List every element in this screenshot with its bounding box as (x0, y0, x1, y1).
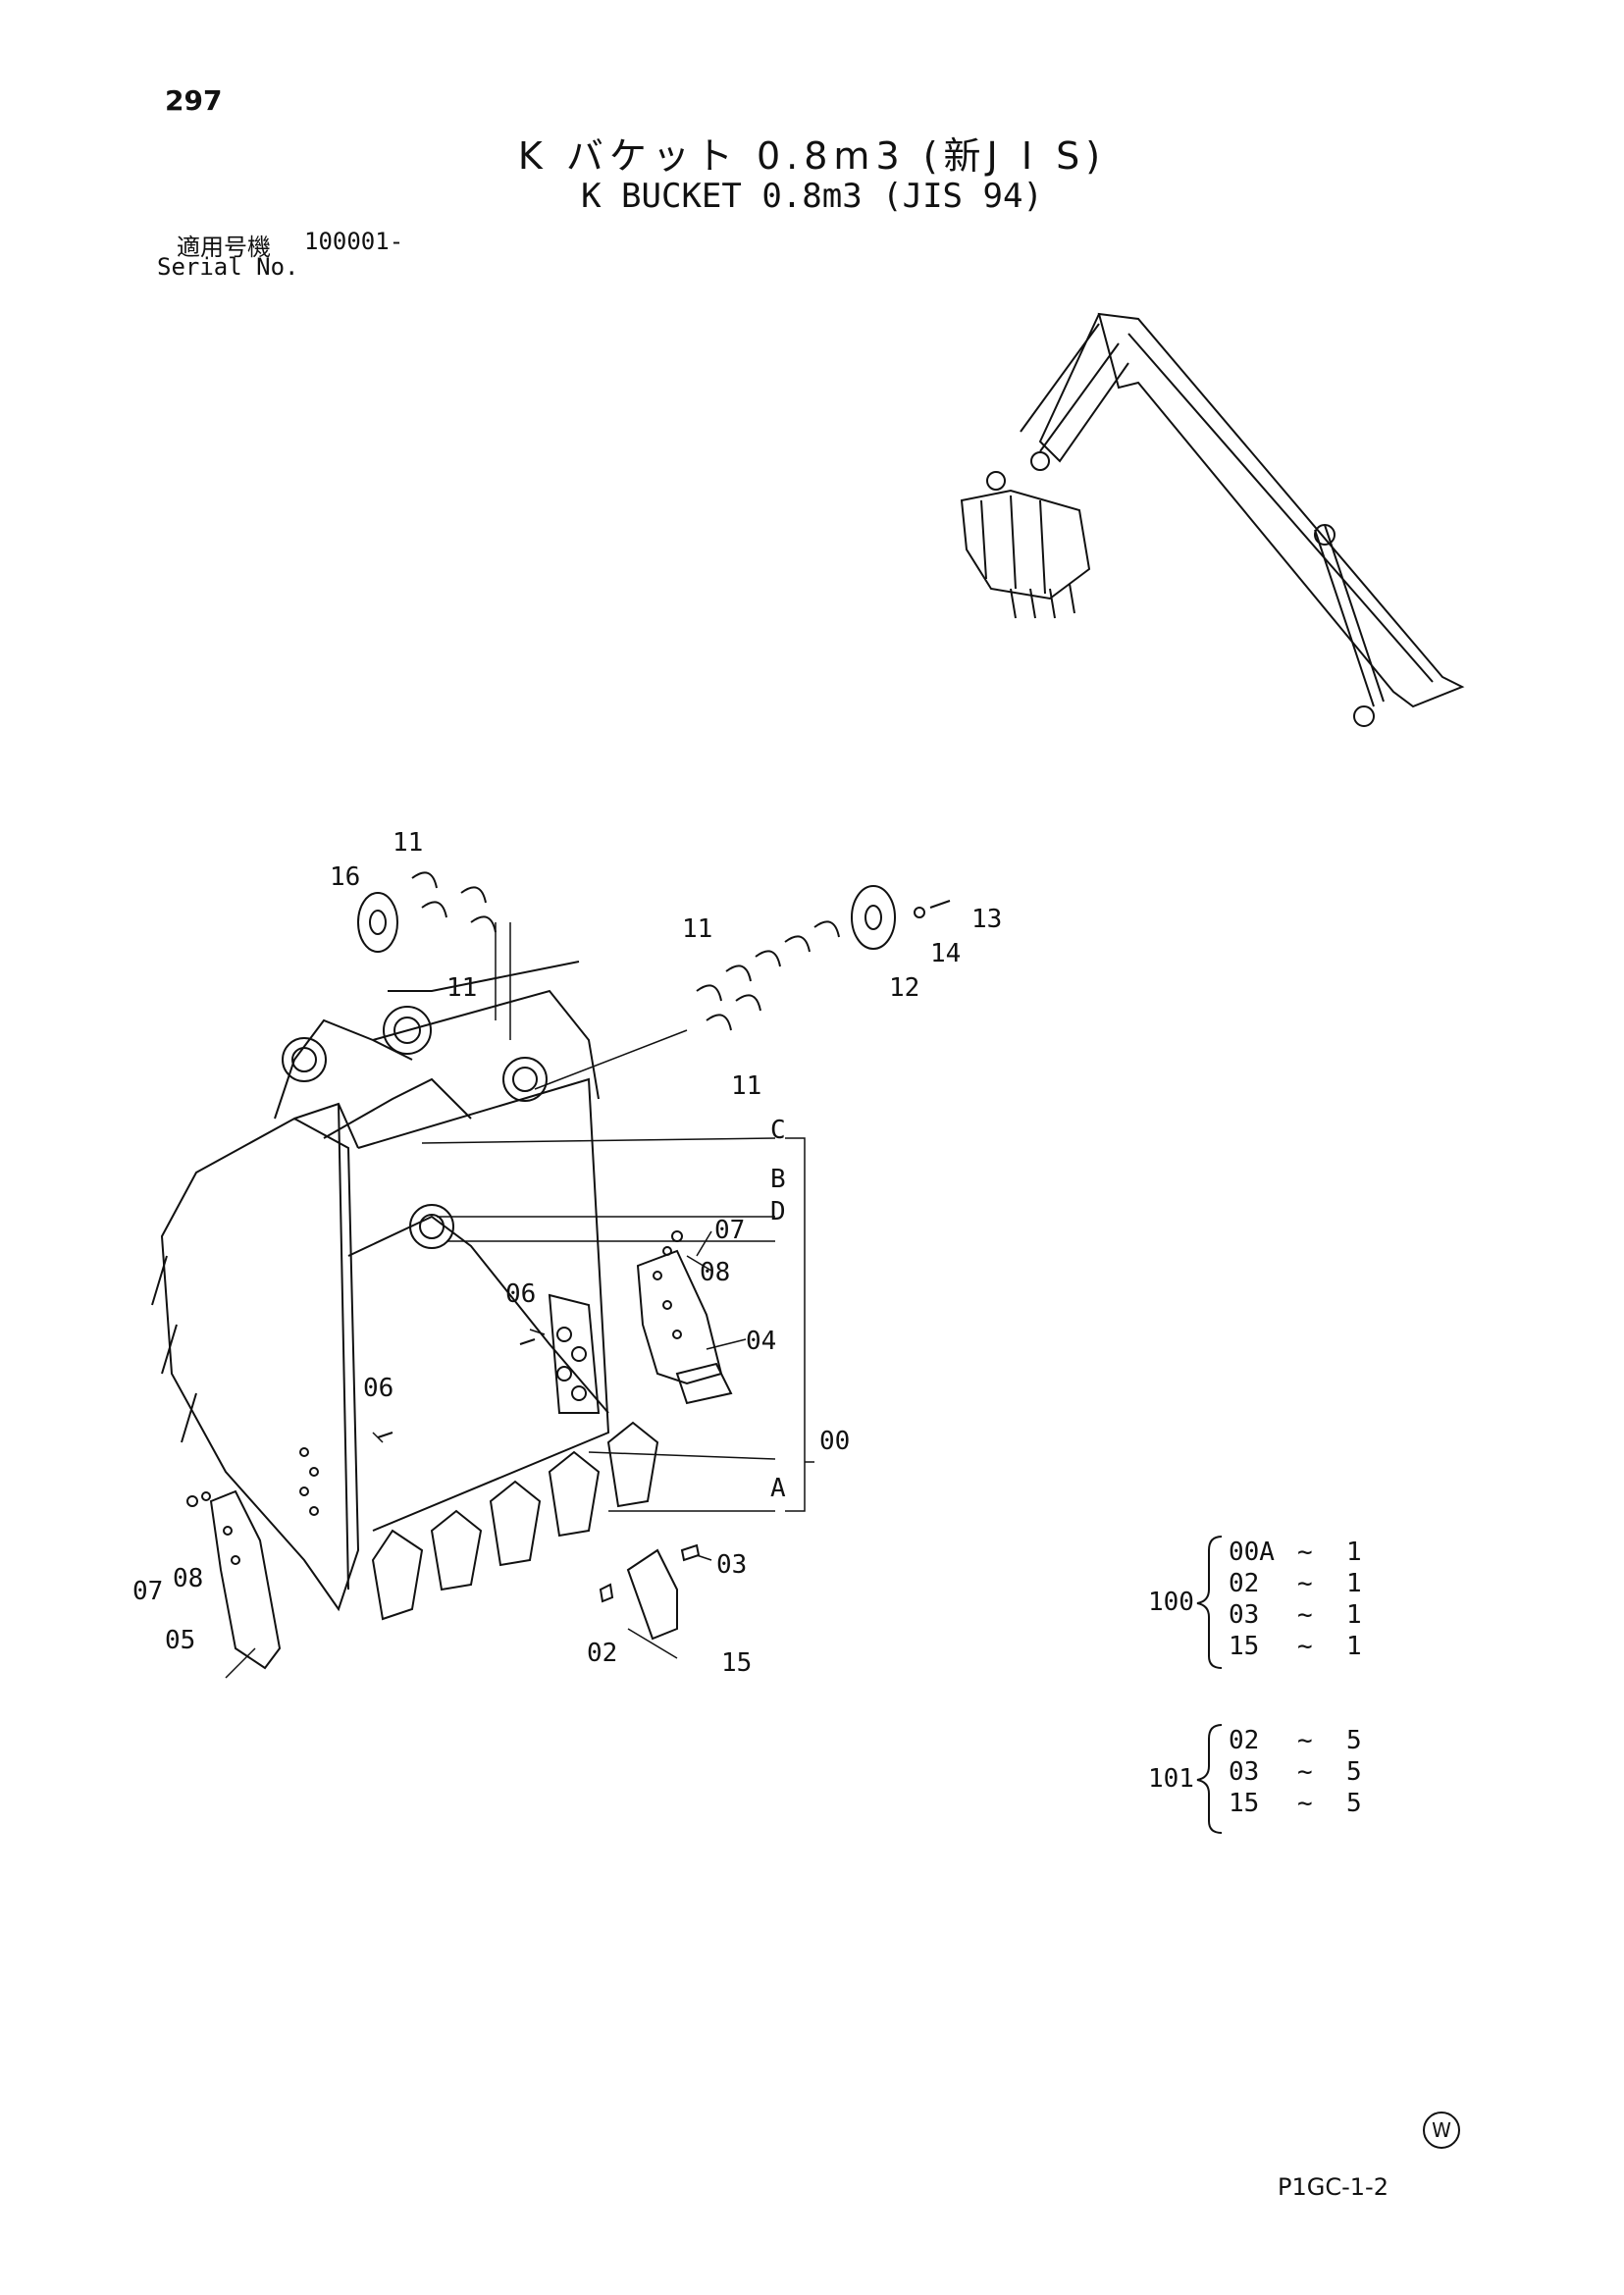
kit-101-id: 101 (1148, 1764, 1194, 1794)
page-title-japanese: K バケット 0.8m3 (新J I S) (517, 134, 1107, 178)
callout-11: 11 (731, 1071, 761, 1101)
kit-row: 03~1 (1229, 1600, 1362, 1630)
figure-code: P1GC-1-2 (1278, 2173, 1388, 2201)
bucket-teeth (371, 1421, 659, 1621)
serial-label-english: Serial No. (157, 253, 299, 281)
kit-row: 15~1 (1229, 1632, 1362, 1661)
kit-100-brace (1196, 1536, 1223, 1669)
side-plate-left (209, 1489, 282, 1670)
tooth-detail (599, 1543, 701, 1641)
page-title-english: K BUCKET 0.8m3 (JIS 94) (581, 177, 1043, 216)
callout-16: 16 (330, 862, 360, 892)
callout-06: 06 (505, 1279, 536, 1309)
callout-08: 08 (173, 1564, 203, 1593)
callout-a: A (770, 1474, 786, 1503)
kit-row: 15~5 (1229, 1789, 1362, 1818)
manufacturer-mark-icon: W (1423, 2112, 1460, 2149)
callout-11: 11 (446, 973, 477, 1003)
bucket-assembly-drawing (151, 961, 610, 1612)
kit-101-table: 02~5 03~5 15~5 (1229, 1725, 1362, 1819)
callout-06: 06 (363, 1374, 393, 1403)
callout-b: B (770, 1165, 786, 1194)
kit-row: 00A~1 (1229, 1538, 1362, 1567)
kit-100-id: 100 (1148, 1588, 1194, 1617)
callout-11: 11 (393, 828, 423, 858)
shims-and-washers (186, 871, 951, 1507)
callout-08: 08 (700, 1258, 730, 1287)
callout-14: 14 (930, 939, 961, 968)
callout-d: D (770, 1197, 786, 1226)
callout-11: 11 (682, 914, 712, 944)
callout-07: 07 (714, 1216, 745, 1245)
kit-row: 03~5 (1229, 1757, 1362, 1787)
callout-13: 13 (971, 905, 1002, 934)
callout-05: 05 (165, 1626, 195, 1655)
adapter-plate (548, 1293, 601, 1414)
callout-labels: 11 16 11 11 11 13 14 12 C B D A 00 07 08… (132, 828, 1002, 1678)
leader-lines (225, 922, 814, 1679)
callout-c: C (770, 1116, 786, 1145)
serial-number-value: 100001- (304, 228, 404, 255)
kit-row: 02~1 (1229, 1569, 1362, 1598)
callout-12: 12 (889, 973, 919, 1003)
serial-label-japanese: 適用号機 (177, 234, 271, 261)
page-number: 297 (165, 84, 223, 117)
callout-15: 15 (721, 1648, 752, 1678)
callout-00: 00 (819, 1427, 850, 1456)
callout-02: 02 (587, 1639, 617, 1668)
callout-04: 04 (746, 1327, 776, 1356)
side-cutter-right (636, 1249, 733, 1405)
excavator-overview-illustration (960, 312, 1465, 727)
kit-101-brace (1196, 1724, 1223, 1834)
callout-07: 07 (132, 1577, 163, 1606)
kit-100-table: 00A~1 02~1 03~1 15~1 (1229, 1537, 1362, 1662)
kit-row: 02~5 (1229, 1726, 1362, 1755)
callout-03: 03 (716, 1550, 747, 1580)
